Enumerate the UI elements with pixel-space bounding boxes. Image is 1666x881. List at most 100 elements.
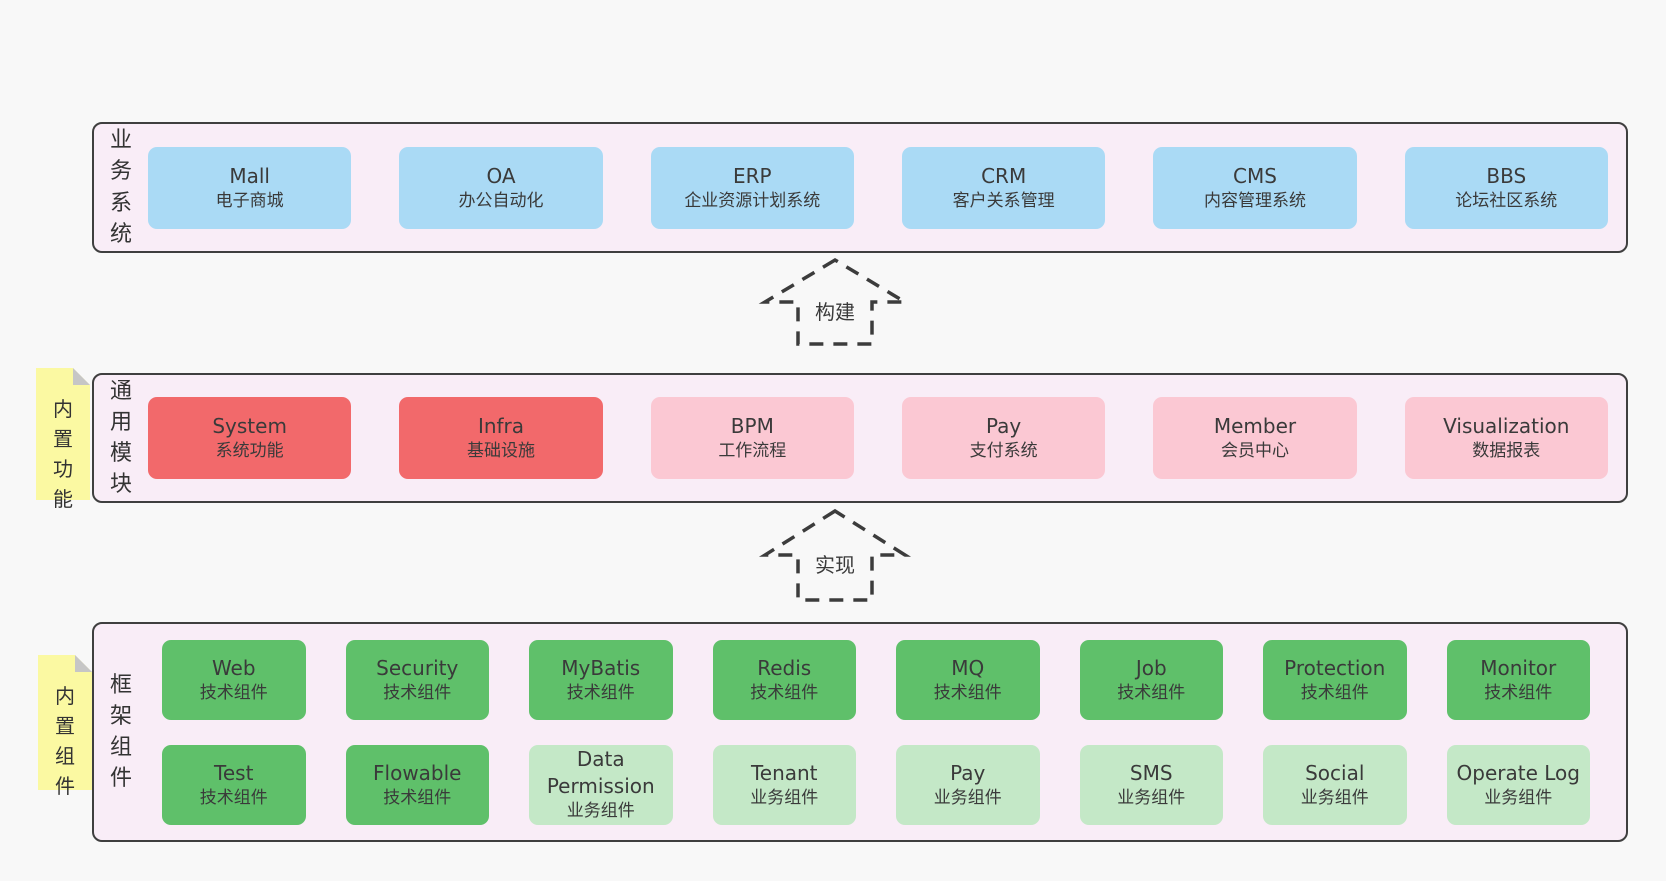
- node-bpm: BPM 工作流程: [650, 397, 854, 479]
- node-subtitle: 业务组件: [1300, 787, 1369, 808]
- node-title: Tenant: [750, 760, 818, 785]
- node-title: Flowable: [373, 760, 462, 785]
- node-visualization: Visualization 数据报表: [1404, 397, 1608, 479]
- components-row-2: Test 技术组件 Flowable 技术组件 Data Permission …: [148, 744, 1608, 825]
- node-mall: Mall 电子商城: [148, 146, 352, 229]
- implement-arrow-icon: 实现: [758, 508, 912, 602]
- node-system: System 系统功能: [148, 397, 352, 479]
- node-title: CRM: [981, 163, 1027, 188]
- node-tenant: Tenant 业务组件: [712, 744, 856, 825]
- node-protection: Protection 技术组件: [1263, 639, 1407, 720]
- node-data-permission: Data Permission 业务组件: [529, 744, 673, 825]
- node-job: Job 技术组件: [1079, 639, 1223, 720]
- node-subtitle: 业务组件: [1484, 787, 1553, 808]
- modules-items-row: System 系统功能 Infra 基础设施 BPM 工作流程 Pay 支付系统…: [134, 397, 1626, 479]
- node-infra: Infra 基础设施: [399, 397, 603, 479]
- node-subtitle: 技术组件: [383, 682, 452, 703]
- node-bbs: BBS 论坛社区系统: [1404, 146, 1608, 229]
- node-subtitle: 办公自动化: [458, 190, 544, 211]
- panel-label-components: 框架组件: [109, 672, 132, 792]
- node-title: BBS: [1486, 163, 1527, 188]
- node-subtitle: 技术组件: [383, 787, 452, 808]
- node-erp: ERP 企业资源计划系统: [650, 146, 854, 229]
- node-title: Pay: [986, 414, 1022, 439]
- business-systems-panel: 业务系统 Mall 电子商城 OA 办公自动化 ERP 企业资源计划系统 CRM…: [92, 122, 1628, 253]
- node-test: Test 技术组件: [162, 744, 306, 825]
- node-title: Security: [376, 655, 459, 680]
- node-web: Web 技术组件: [162, 639, 306, 720]
- business-items-row: Mall 电子商城 OA 办公自动化 ERP 企业资源计划系统 CRM 客户关系…: [134, 146, 1626, 229]
- node-flowable: Flowable 技术组件: [345, 744, 489, 825]
- node-operate-log: Operate Log 业务组件: [1446, 744, 1590, 825]
- node-title: Visualization: [1443, 414, 1570, 439]
- note-text: 内置功能: [53, 397, 73, 511]
- node-title: Web: [211, 655, 256, 680]
- node-subtitle: 技术组件: [199, 682, 268, 703]
- node-subtitle: 电子商城: [215, 190, 284, 211]
- node-mybatis: MyBatis 技术组件: [529, 639, 673, 720]
- node-title: Redis: [757, 655, 812, 680]
- node-cms: CMS 内容管理系统: [1153, 146, 1357, 229]
- components-row-1: Web 技术组件 Security 技术组件 MyBatis 技术组件 Redi…: [148, 639, 1608, 720]
- node-title: BPM: [730, 414, 774, 439]
- node-monitor: Monitor 技术组件: [1446, 639, 1590, 720]
- node-title: Mall: [229, 163, 270, 188]
- node-subtitle: 技术组件: [750, 682, 819, 703]
- node-subtitle: 内容管理系统: [1203, 190, 1306, 211]
- node-subtitle: 企业资源计划系统: [684, 190, 821, 211]
- node-title: Monitor: [1480, 655, 1557, 680]
- node-title: Data Permission: [546, 747, 655, 799]
- node-crm: CRM 客户关系管理: [901, 146, 1106, 229]
- node-title: CMS: [1233, 163, 1277, 188]
- note-fold-icon: [75, 655, 92, 672]
- note-fold-icon: [73, 368, 90, 385]
- node-title: Operate Log: [1456, 760, 1580, 785]
- node-member: Member 会员中心: [1153, 397, 1357, 479]
- node-title: Job: [1135, 655, 1167, 680]
- node-title: Pay: [950, 760, 986, 785]
- sticky-note-built-in-features: 内置功能: [36, 368, 90, 511]
- node-subtitle: 客户关系管理: [952, 190, 1055, 211]
- node-title: Test: [214, 760, 254, 785]
- node-title: System: [212, 414, 287, 439]
- build-arrow-icon: 构建: [758, 257, 912, 346]
- node-title: Infra: [477, 414, 525, 439]
- node-sms: SMS 业务组件: [1079, 744, 1223, 825]
- node-subtitle: 业务组件: [933, 787, 1002, 808]
- node-subtitle: 技术组件: [933, 682, 1002, 703]
- node-pay-module: Pay 支付系统: [901, 397, 1106, 479]
- node-social: Social 业务组件: [1263, 744, 1407, 825]
- node-subtitle: 技术组件: [566, 682, 635, 703]
- node-subtitle: 基础设施: [466, 441, 535, 462]
- node-subtitle: 会员中心: [1220, 441, 1289, 462]
- node-subtitle: 业务组件: [566, 801, 635, 822]
- panel-label-business: 业务系统: [109, 128, 132, 247]
- node-pay-component: Pay 业务组件: [896, 744, 1040, 825]
- framework-components-panel: 框架组件 Web 技术组件 Security 技术组件 MyBatis 技术组件…: [92, 622, 1628, 842]
- node-title: MyBatis: [561, 655, 641, 680]
- node-subtitle: 技术组件: [1117, 682, 1186, 703]
- node-subtitle: 论坛社区系统: [1455, 190, 1558, 211]
- node-oa: OA 办公自动化: [399, 146, 603, 229]
- components-rows: Web 技术组件 Security 技术组件 MyBatis 技术组件 Redi…: [134, 639, 1626, 825]
- note-text: 内置组件: [55, 684, 75, 798]
- node-title: Member: [1213, 414, 1297, 439]
- node-title: Social: [1305, 760, 1365, 785]
- common-modules-panel: 通用模块 System 系统功能 Infra 基础设施 BPM 工作流程 Pay…: [92, 373, 1628, 503]
- node-subtitle: 工作流程: [718, 441, 787, 462]
- node-subtitle: 业务组件: [750, 787, 819, 808]
- node-subtitle: 支付系统: [969, 441, 1038, 462]
- node-title: MQ: [951, 655, 985, 680]
- implement-arrow-label: 实现: [815, 553, 855, 577]
- node-title: ERP: [733, 163, 772, 188]
- node-subtitle: 技术组件: [1300, 682, 1369, 703]
- sticky-note-built-in-components: 内置组件: [38, 655, 92, 798]
- node-subtitle: 技术组件: [1484, 682, 1553, 703]
- node-title: SMS: [1129, 760, 1173, 785]
- node-subtitle: 业务组件: [1117, 787, 1186, 808]
- node-title: Protection: [1284, 655, 1386, 680]
- node-subtitle: 系统功能: [215, 441, 284, 462]
- build-arrow-label: 构建: [815, 300, 855, 324]
- node-security: Security 技术组件: [345, 639, 489, 720]
